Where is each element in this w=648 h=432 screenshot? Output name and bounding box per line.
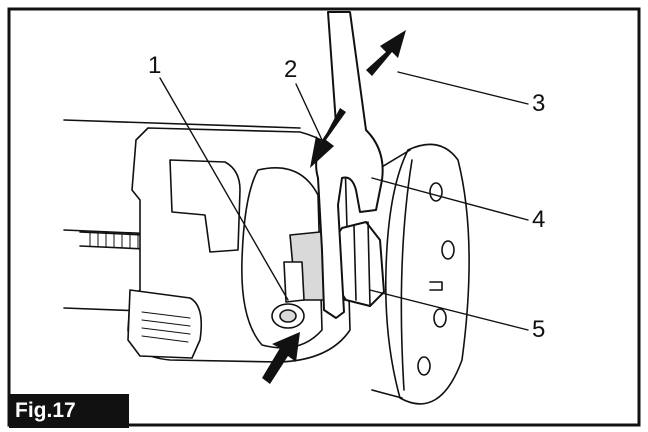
figure-label: Fig.17 [9,394,129,428]
arrow-down-left-icon [310,108,346,168]
clip-grip [141,311,191,343]
bolt-head [279,309,297,323]
callout-5: 5 [532,316,546,343]
flange-pin [429,281,443,291]
flange-rim [371,149,413,399]
inner-ring [241,166,323,349]
housing-cutout [169,159,241,253]
flange-holes [417,182,455,376]
arrow-up-left-icon [262,332,300,384]
callout-leaders [159,71,529,331]
flange-plate [384,143,470,405]
callout-4: 4 [532,206,546,233]
arrow-up-right-icon [366,30,406,76]
bolt-shaft [283,261,305,303]
callout-2: 2 [284,56,298,83]
callout-1: 1 [148,52,162,79]
callout-3: 3 [532,90,546,117]
hex-nut-face [353,221,371,307]
housing-clip [127,289,203,359]
